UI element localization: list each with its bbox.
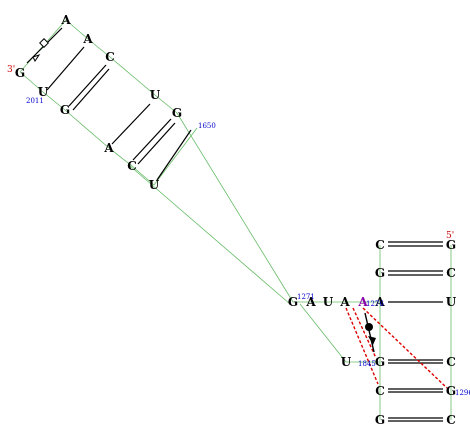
backbone-segment <box>153 127 198 186</box>
nt-c-r5-left: C <box>375 384 385 398</box>
nt-c-r2-right: C <box>446 266 456 280</box>
nt-c-r1-left: C <box>375 238 385 252</box>
base-pair-line <box>72 68 110 111</box>
five-prime-label: 5' <box>446 231 454 241</box>
nt-u-r3-right: U <box>446 295 457 309</box>
number-1271: 1271 <box>297 293 315 301</box>
trans-hoogsteen-sugar-symbol <box>26 27 63 64</box>
backbone-segment <box>64 109 110 149</box>
number-1845: 1845 <box>358 360 376 368</box>
tertiary-dashed-line <box>345 307 379 385</box>
base-pair-line <box>46 46 85 91</box>
nucleotide-letters: G U A A G C U A G C U G A U A A U G C G … <box>15 13 457 427</box>
backbone-segment <box>42 91 66 111</box>
base-pair-line <box>111 103 151 145</box>
nt-u-2011: U <box>38 85 49 99</box>
nt-g-r6-left: G <box>375 413 385 427</box>
nt-g-1845: G <box>375 355 385 369</box>
backbone-segment <box>299 303 347 363</box>
nt-c-r6-right: C <box>446 413 456 427</box>
base-pair-line <box>68 64 107 107</box>
nt-a-top: A <box>60 13 71 27</box>
nt-g-1271: G <box>288 295 298 309</box>
base-pair-line <box>137 122 176 165</box>
backbone-segment <box>176 112 294 303</box>
three-prime-label: 3' <box>7 65 15 75</box>
backbone-segment <box>109 56 156 96</box>
tertiary-dashed-line <box>352 307 377 359</box>
nt-g-2: G <box>60 103 70 117</box>
nt-u-2: U <box>149 178 160 192</box>
nt-c-2: C <box>127 159 137 173</box>
base-pair-line <box>132 118 172 161</box>
strand-end-labels: 3' 5' <box>7 65 454 241</box>
backbone-segment <box>19 71 44 93</box>
backbone-segment <box>65 19 89 40</box>
backbone-segment <box>87 38 111 58</box>
nt-g-r2-left: G <box>375 266 385 280</box>
nt-g-3end: G <box>15 66 25 80</box>
nt-a-1272: A <box>305 295 316 309</box>
number-1650: 1650 <box>198 122 216 130</box>
nt-u-1273: U <box>323 295 334 309</box>
backbone-segment <box>131 165 155 186</box>
tertiary-dashed-line <box>362 307 448 389</box>
nt-c-1: C <box>105 50 115 64</box>
backbone-segment <box>129 165 291 305</box>
nt-u-1844: U <box>341 355 352 369</box>
nt-g-5end: G <box>446 238 456 252</box>
number-1276: 1276 <box>366 300 384 308</box>
base-pair-lines <box>46 46 443 422</box>
nt-a-1: A <box>103 141 114 155</box>
nt-g-1650: G <box>172 106 182 120</box>
nt-a-1276: A <box>357 295 368 309</box>
nt-a-r3-left: A <box>374 295 385 309</box>
backbone-lines <box>19 19 452 420</box>
backbone-segment <box>108 147 133 167</box>
base-pair-line <box>156 129 192 181</box>
noncanonical-pair-symbols <box>26 27 376 353</box>
nt-a-1274: A <box>339 295 350 309</box>
nt-c-r4-right: C <box>446 355 456 369</box>
tertiary-interactions <box>345 307 448 389</box>
number-1296: 1296 <box>455 389 470 397</box>
residue-numbering: 2011 1650 1271 1276 1845 1296 <box>26 97 470 397</box>
backbone-segment <box>154 94 178 114</box>
nt-g-1296: G <box>446 384 456 398</box>
cis-wc-sugar-symbol <box>364 312 376 353</box>
nt-u-1: U <box>150 88 161 102</box>
number-2011: 2011 <box>26 97 44 105</box>
nt-a-2: A <box>82 32 93 46</box>
